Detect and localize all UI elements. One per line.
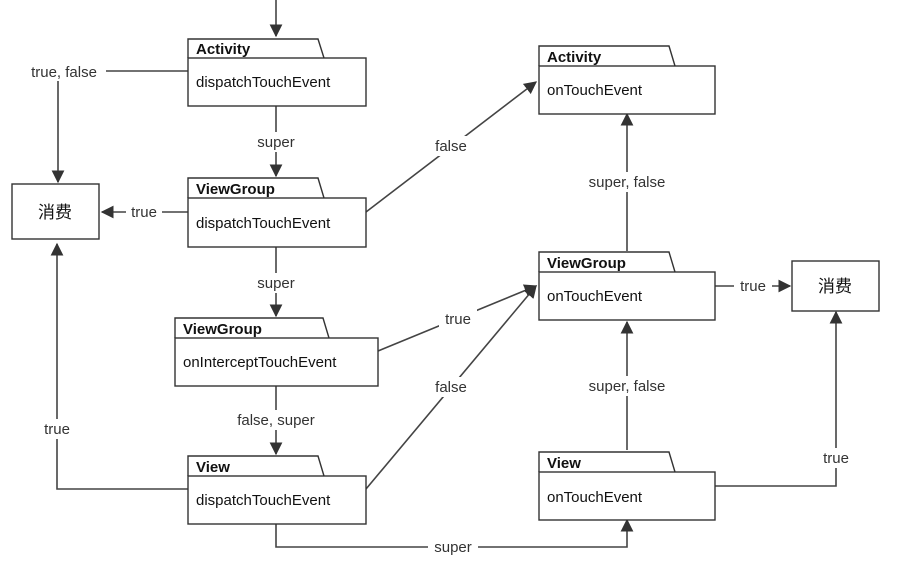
label-true-view-ontouch: true: [823, 450, 849, 467]
edges: [50, 0, 843, 548]
label-super-false-2: super, false: [589, 378, 666, 395]
label-super-2: super: [257, 275, 295, 292]
node-activity-dispatch: Activity dispatchTouchEvent: [187, 38, 367, 107]
method-label: onTouchEvent: [547, 288, 643, 305]
node-viewgroup-ontouch: ViewGroup onTouchEvent: [538, 251, 716, 321]
label-true-view: true: [44, 421, 70, 438]
node-view-ontouch: View onTouchEvent: [538, 451, 716, 521]
tab-label: View: [196, 459, 230, 476]
node-consume-right: 消费: [791, 260, 880, 312]
label-false-super: false, super: [237, 412, 315, 429]
consume-label: 消费: [818, 277, 852, 296]
tab-label: ViewGroup: [547, 255, 626, 272]
edge-view-ontouch-true: [715, 310, 843, 487]
edge-act-dispatch-consume: [51, 70, 188, 184]
label-true-ontouch: true: [740, 278, 766, 295]
label-true-false: true, false: [31, 64, 97, 81]
node-activity-ontouch: Activity onTouchEvent: [538, 45, 716, 115]
edge-labels: true, false super true false super true …: [22, 61, 855, 557]
method-label: onInterceptTouchEvent: [183, 354, 337, 371]
method-label: dispatchTouchEvent: [196, 215, 331, 232]
method-label: dispatchTouchEvent: [196, 492, 331, 509]
label-true-vg: true: [131, 204, 157, 221]
node-viewgroup-dispatch: ViewGroup dispatchTouchEvent: [187, 177, 367, 248]
label-super-3: super: [434, 539, 472, 556]
tab-label: Activity: [547, 49, 602, 66]
method-label: dispatchTouchEvent: [196, 74, 331, 91]
node-view-dispatch: View dispatchTouchEvent: [187, 455, 367, 525]
label-super-1: super: [257, 134, 295, 151]
method-label: onTouchEvent: [547, 82, 643, 99]
node-consume-left: 消费: [11, 183, 100, 240]
tab-label: Activity: [196, 41, 251, 58]
consume-label: 消费: [38, 203, 72, 222]
tab-label: ViewGroup: [196, 181, 275, 198]
node-viewgroup-intercept: ViewGroup onInterceptTouchEvent: [174, 317, 379, 387]
tab-label: View: [547, 455, 581, 472]
label-super-false-1: super, false: [589, 174, 666, 191]
label-false-view: false: [435, 379, 467, 396]
method-label: onTouchEvent: [547, 489, 643, 506]
label-true-intercept: true: [445, 311, 471, 328]
edge-view-dispatch-true: [50, 242, 188, 490]
tab-label: ViewGroup: [183, 321, 262, 338]
label-false-vg: false: [435, 138, 467, 155]
